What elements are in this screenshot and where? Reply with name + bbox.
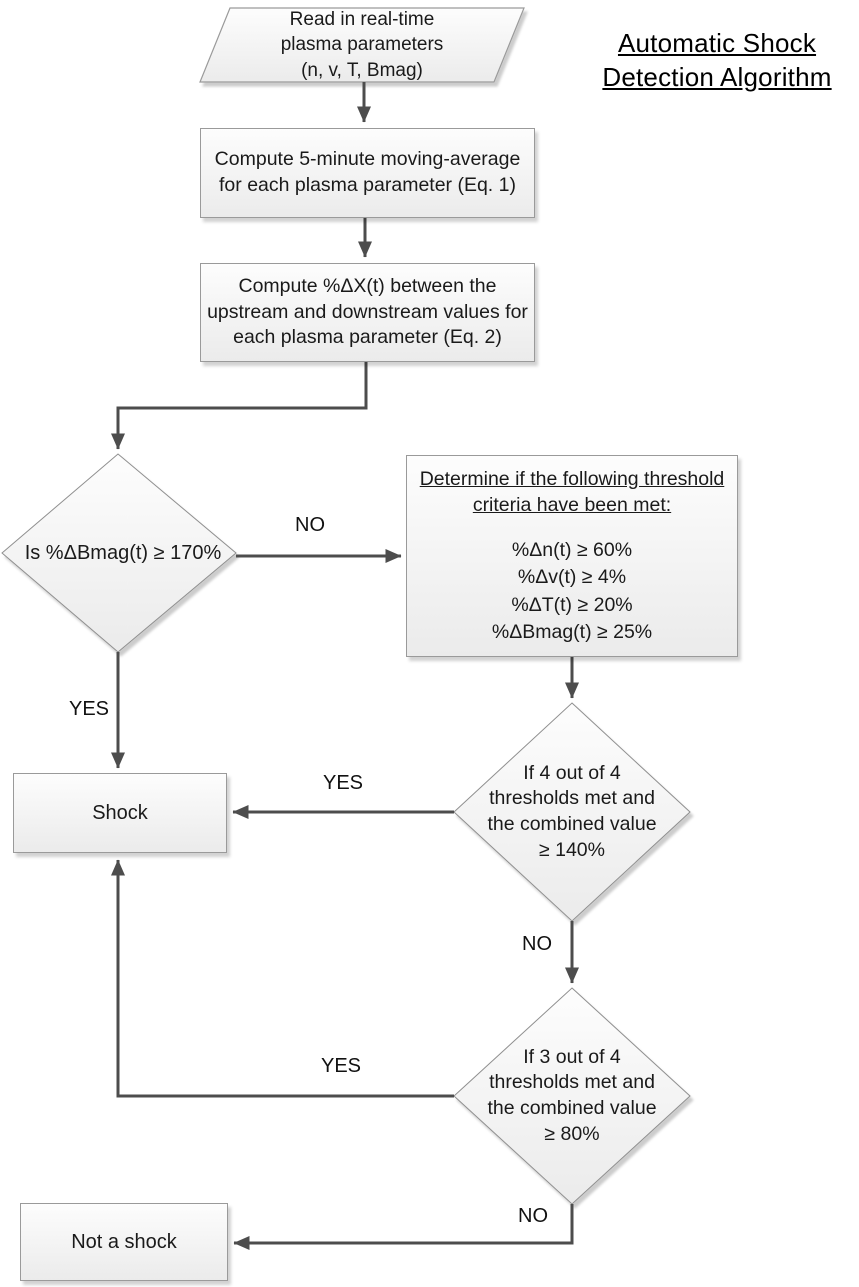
four-of-four-label: If 4 out of 4 thresholds met and the com… [487, 761, 657, 861]
bmag-decision-label: Is %ΔBmag(t) ≥ 170% [24, 541, 222, 564]
shock-box: Shock [13, 773, 227, 853]
edge-label-bmag-yes: YES [68, 697, 110, 720]
threshold-criterion-bmag: %ΔBmag(t) ≥ 25% [491, 621, 653, 644]
not-shock-label: Not a shock [71, 1230, 177, 1253]
threshold-criteria-box [406, 455, 738, 657]
connector-delta-to-bmag [111, 362, 368, 450]
moving-average-label: Compute 5-minute moving-average for each… [214, 148, 521, 196]
connector-three-yes-to-shock [111, 859, 454, 1098]
not-shock-box: Not a shock [20, 1203, 228, 1281]
edge-label-bmag-no: NO [295, 513, 325, 536]
threshold-criterion-t: %ΔT(t) ≥ 20% [511, 593, 633, 616]
threshold-criteria-content: Determine if the following threshold cri… [406, 455, 738, 657]
input-parallelogram-shape [199, 7, 525, 83]
shock-label: Shock [92, 801, 148, 824]
page-title: Automatic Shock Detection Algorithm [602, 28, 832, 92]
edge-label-four-no: NO [522, 932, 552, 955]
input-node-label: Read in real-time plasma parameters (n, … [280, 9, 444, 81]
edge-label-four-yes: YES [322, 771, 364, 794]
compute-delta-label: Compute %ΔX(t) between the upstream and … [207, 274, 528, 349]
edge-label-three-no: NO [518, 1204, 548, 1227]
three-of-four-label: If 3 out of 4 thresholds met and the com… [487, 1045, 657, 1145]
threshold-criterion-v: %Δv(t) ≥ 4% [517, 566, 627, 589]
threshold-list: %Δn(t) ≥ 60% %Δv(t) ≥ 4% %ΔT(t) ≥ 20% %Δ… [492, 537, 652, 647]
threshold-heading: Determine if the following threshold cri… [419, 468, 725, 517]
edge-label-three-yes: YES [320, 1054, 362, 1077]
connector-three-no-to-notshock [233, 1204, 574, 1250]
compute-delta-box: Compute %ΔX(t) between the upstream and … [200, 263, 535, 362]
moving-average-box: Compute 5-minute moving-average for each… [200, 128, 535, 218]
threshold-criterion-n: %Δn(t) ≥ 60% [511, 538, 633, 561]
